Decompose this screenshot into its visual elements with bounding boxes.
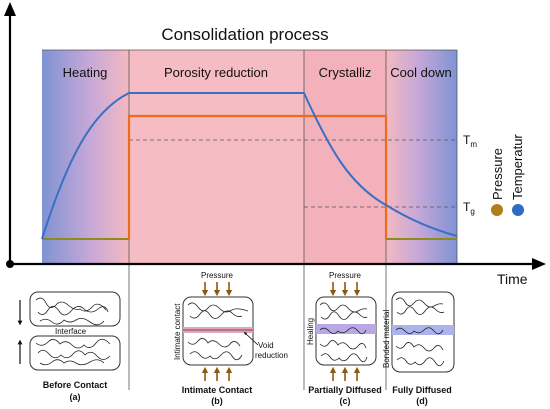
stage-partially-diffused: Pressure Healing Partially Diffused (c)	[306, 271, 382, 406]
axis-origin-dot	[6, 260, 14, 268]
pressure-arrows-top-c	[329, 282, 361, 297]
bonded-material-vertical-label: Bonded material	[382, 310, 391, 368]
phase-label-porosity: Porosity reduction	[164, 65, 268, 80]
stage-a-caption: Before Contact	[43, 380, 108, 390]
phase-bg-cooldown	[386, 50, 457, 265]
void-pointer	[243, 331, 259, 346]
intimate-contact-vertical-label: Intimate contact	[173, 303, 182, 360]
stage-before-contact: Interface Before Contact (a)	[17, 291, 121, 402]
stage-c-caption: Partially Diffused	[308, 385, 382, 395]
polymer-chains-b	[187, 302, 249, 361]
stage-b-letter: (b)	[211, 396, 223, 406]
x-axis-label: Time	[497, 271, 528, 287]
legend-pressure-label: Pressure	[490, 148, 505, 200]
y-axis-arrowhead	[4, 2, 16, 16]
stage-a-letter: (a)	[70, 392, 81, 402]
pressure-arrows-bottom-b	[201, 366, 233, 381]
phase-bg-heating	[42, 50, 129, 265]
diagram-title: Consolidation process	[161, 25, 328, 44]
pressure-label-b: Pressure	[201, 271, 234, 280]
x-axis-arrowhead	[532, 258, 546, 270]
phase-label-cooldown: Cool down	[390, 65, 451, 80]
stage-c-letter: (c)	[340, 396, 351, 406]
legend: Pressure Temperatur	[490, 134, 525, 216]
reduction-label: reduction	[255, 351, 288, 360]
pressure-arrows-top-b	[201, 282, 233, 297]
phase-bg-porosity	[129, 50, 304, 265]
temperature-curve	[41, 92, 458, 240]
interface-label: Interface	[55, 327, 87, 336]
void-label: Void	[258, 341, 274, 350]
pressure-arrows-bottom-c	[329, 366, 361, 381]
phase-label-heating: Heating	[63, 65, 108, 80]
pressure-label-c: Pressure	[329, 271, 362, 280]
healing-band-c	[316, 324, 376, 334]
phase-bg-crystallization	[304, 50, 386, 265]
stage-d-letter: (d)	[416, 396, 428, 406]
tg-label: Tg	[463, 200, 475, 216]
phase-label-crystallization: Crystalliz	[319, 65, 372, 80]
polymer-chains-c	[319, 302, 368, 363]
pressure-curve	[127, 114, 388, 239]
tm-label: Tm	[463, 133, 477, 149]
polymer-chains-a	[35, 297, 111, 366]
healing-vertical-label: Healing	[306, 318, 315, 345]
bonded-band-d	[392, 325, 454, 335]
stage-fully-diffused: Bonded material Fully Diffused (d)	[382, 291, 455, 406]
legend-pressure-dot	[491, 204, 503, 216]
legend-temperature-label: Temperatur	[510, 134, 525, 200]
stage-b-caption: Intimate Contact	[182, 385, 253, 395]
stage-intimate-contact: Pressure Intimate contact Void reduction…	[173, 271, 288, 406]
legend-temperature-dot	[512, 204, 524, 216]
polymer-chains-d	[395, 297, 445, 367]
stage-d-caption: Fully Diffused	[392, 385, 452, 395]
